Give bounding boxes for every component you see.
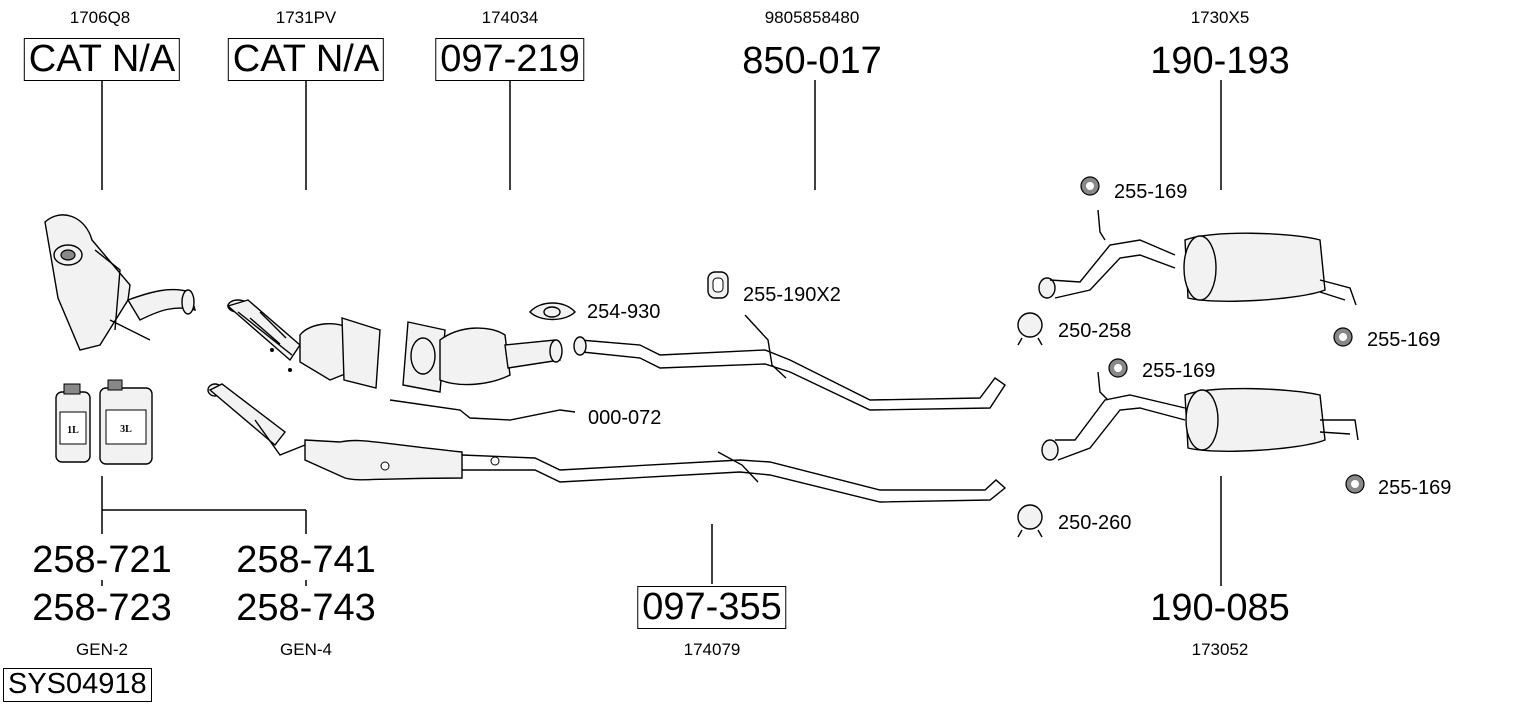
part-number-cat-1[interactable]: CAT N/A bbox=[23, 38, 181, 81]
part-ref-1731pv: 1731PV bbox=[275, 8, 337, 27]
label-000-072[interactable]: 000-072 bbox=[588, 407, 662, 429]
rubber-mount-4-icon[interactable] bbox=[1345, 474, 1365, 494]
part-number-190-085[interactable]: 190-085 bbox=[1150, 587, 1290, 629]
container-1l-label: 1L bbox=[67, 425, 79, 436]
container-1l-icon[interactable]: 1L bbox=[55, 383, 91, 463]
system-number[interactable]: SYS04918 bbox=[3, 668, 152, 702]
part-number-190-193[interactable]: 190-193 bbox=[1150, 40, 1290, 82]
clamp-250-260[interactable] bbox=[1017, 504, 1043, 538]
catalytic-converter-1[interactable] bbox=[44, 214, 196, 351]
label-255-190x2[interactable]: 255-190X2 bbox=[743, 284, 841, 306]
part-number-258-723[interactable]: 258-723 bbox=[32, 587, 172, 629]
catalytic-converter-2[interactable] bbox=[226, 299, 381, 389]
intermediate-pipe-850-017[interactable] bbox=[573, 314, 1006, 411]
part-ref-1706q8: 1706Q8 bbox=[69, 8, 131, 27]
label-250-260[interactable]: 250-260 bbox=[1058, 512, 1132, 534]
clamp-250-258[interactable] bbox=[1017, 312, 1043, 346]
hanger-255-190x2[interactable] bbox=[707, 271, 729, 299]
label-255-169-b[interactable]: 255-169 bbox=[1367, 329, 1441, 351]
part-number-258-743[interactable]: 258-743 bbox=[236, 587, 376, 629]
centre-section-097-355[interactable] bbox=[207, 383, 1007, 503]
part-ref-gen-2: GEN-2 bbox=[76, 640, 128, 659]
part-ref-1730x5: 1730X5 bbox=[1190, 8, 1250, 27]
label-255-169-c[interactable]: 255-169 bbox=[1142, 360, 1216, 382]
rear-silencer-190-193[interactable] bbox=[1038, 209, 1357, 306]
part-number-850-017[interactable]: 850-017 bbox=[742, 40, 882, 82]
rear-silencer-190-085[interactable] bbox=[1041, 371, 1359, 461]
catalytic-converter-097-219[interactable] bbox=[402, 321, 563, 393]
rubber-mount-2-icon[interactable] bbox=[1333, 327, 1353, 347]
leader-lines bbox=[101, 80, 1222, 586]
part-ref-9805858480: 9805858480 bbox=[764, 8, 860, 27]
part-number-097-355[interactable]: 097-355 bbox=[637, 586, 787, 629]
part-ref-174079: 174079 bbox=[683, 640, 741, 659]
container-3l-icon[interactable]: 3L bbox=[99, 379, 153, 465]
part-number-258-741[interactable]: 258-741 bbox=[236, 539, 376, 581]
part-ref-173052: 173052 bbox=[1191, 640, 1249, 659]
label-254-930[interactable]: 254-930 bbox=[587, 301, 661, 323]
rubber-mount-1-icon[interactable] bbox=[1080, 176, 1100, 196]
part-number-097-219[interactable]: 097-219 bbox=[435, 38, 585, 81]
part-ref-174034: 174034 bbox=[481, 8, 539, 27]
part-number-258-721[interactable]: 258-721 bbox=[32, 539, 172, 581]
label-255-169-d[interactable]: 255-169 bbox=[1378, 477, 1452, 499]
part-ref-gen-4: GEN-4 bbox=[280, 640, 332, 659]
container-3l-label: 3L bbox=[120, 424, 132, 435]
bracket-000-072[interactable] bbox=[389, 399, 576, 421]
rubber-mount-3-icon[interactable] bbox=[1108, 358, 1128, 378]
label-255-169-a[interactable]: 255-169 bbox=[1114, 181, 1188, 203]
label-250-258[interactable]: 250-258 bbox=[1058, 320, 1132, 342]
clamp-254-930[interactable] bbox=[529, 302, 576, 321]
